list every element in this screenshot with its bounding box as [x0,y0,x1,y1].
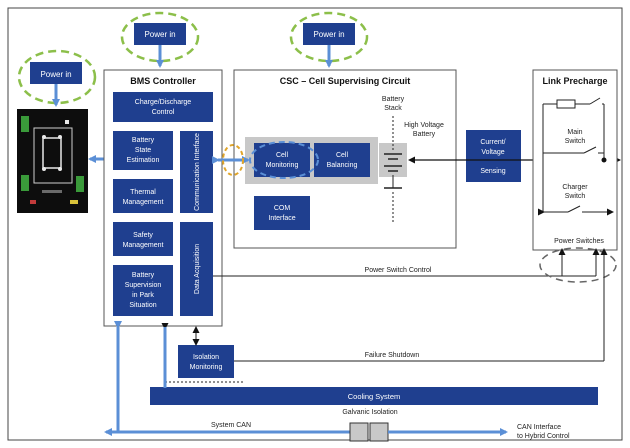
data-acquisition-box: Data Acquisition [180,222,213,316]
svg-text:Safety: Safety [133,232,153,239]
svg-text:Estimation: Estimation [127,157,160,164]
svg-text:Data Acquisition: Data Acquisition [194,244,201,294]
main-switch-label-1: Main [567,129,582,136]
communication-interface-box: Communication Interface [180,131,213,213]
power-switch-control-line [213,248,600,277]
failure-shutdown-line [234,248,608,362]
link-precharge-title: Link Precharge [542,76,607,86]
vehicle-dashboard-image [17,109,88,213]
thermal-management-box: Thermal Management [113,179,173,213]
svg-text:in Park: in Park [132,292,154,299]
battery-stack-label-1: Battery [382,96,405,103]
svg-text:Communication Interface: Communication Interface [194,133,201,211]
svg-text:Current/: Current/ [480,139,505,146]
hv-battery-label-2: Battery [413,131,436,138]
svg-text:COM: COM [274,205,291,212]
power-switch-control-label: Power Switch Control [365,267,432,274]
svg-text:Charge/Discharge: Charge/Discharge [135,99,192,106]
svg-text:Cell: Cell [336,152,349,159]
hv-battery-label-1: High Voltage [404,122,444,129]
svg-text:Interface: Interface [268,215,295,222]
charger-switch-label-1: Charger [562,184,588,191]
svg-text:Balancing: Balancing [327,162,358,169]
can-interface-label-2: to Hybrid Control [517,433,570,440]
bms-title: BMS Controller [130,76,196,86]
svg-text:Cell: Cell [276,152,289,159]
galvanic-isolation-label: Galvanic Isolation [342,409,397,416]
cooling-system-bar: Cooling System [150,387,598,405]
power-switches-label: Power Switches [554,238,604,245]
svg-text:Voltage: Voltage [481,149,504,156]
current-voltage-sensing-box: Current/ Voltage Sensing [466,130,521,182]
isolation-monitoring-box: Isolation Monitoring [178,345,234,378]
galvanic-isolation-block [349,422,389,442]
battery-state-estimation-box: Battery State Estimation [113,131,173,170]
csc-title: CSC – Cell Supervising Circuit [280,76,411,86]
svg-text:Power in: Power in [40,70,71,79]
svg-text:Sensing: Sensing [480,168,505,175]
battery-supervision-box: Battery Supervision in Park Situation [113,265,173,316]
battery-symbol [384,116,402,222]
failure-shutdown-label: Failure Shutdown [365,352,420,359]
power-in-left: Power in [17,49,97,105]
svg-text:Battery: Battery [132,137,155,144]
safety-management-box: Safety Management [113,222,173,256]
cell-monitoring-box: Cell Monitoring [254,143,310,177]
power-in-csc: Power in [289,11,369,63]
svg-text:Monitoring: Monitoring [190,364,223,371]
svg-text:Management: Management [123,199,164,206]
svg-text:Situation: Situation [129,302,156,309]
charger-switch-label-2: Switch [565,193,586,200]
svg-text:Cooling System: Cooling System [348,392,401,401]
power-in-bms: Power in [120,11,200,63]
svg-text:Power in: Power in [144,30,175,39]
svg-text:Isolation: Isolation [193,354,219,361]
system-can-label: System CAN [211,422,251,429]
main-switch-label-2: Switch [565,138,586,145]
svg-text:State: State [135,147,151,154]
svg-text:Monitoring: Monitoring [266,162,299,169]
svg-text:Thermal: Thermal [130,189,156,196]
precharge-circuit [538,97,614,216]
cell-monitoring-highlight [249,141,319,179]
svg-text:Power in: Power in [313,30,344,39]
svg-text:Supervision: Supervision [125,282,162,289]
system-can-line [104,321,350,436]
com-interface-box: COM Interface [254,196,310,230]
comm-link-highlight [222,144,244,176]
svg-text:Management: Management [123,242,164,249]
power-switches-highlight [539,247,617,283]
svg-text:Control: Control [152,109,175,116]
battery-stack-label-2: Stack [384,105,402,112]
cell-balancing-box: Cell Balancing [314,143,370,177]
charge-discharge-control-box: Charge/Discharge Control [113,92,213,122]
can-interface-label-1: CAN Interface [517,424,561,431]
svg-text:Battery: Battery [132,272,155,279]
